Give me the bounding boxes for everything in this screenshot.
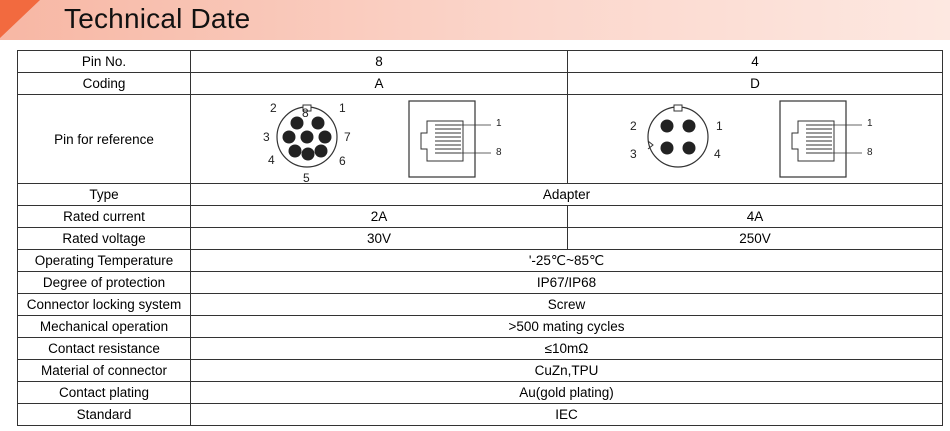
label-contact-plating: Contact plating xyxy=(17,381,191,404)
page-title: Technical Date xyxy=(64,3,251,34)
rj45-diagram-2 xyxy=(779,100,862,178)
standard-value: IEC xyxy=(190,403,943,426)
degree-of-protection-value: IP67/IP68 xyxy=(190,271,943,294)
rated-voltage-8: 30V xyxy=(190,227,568,250)
m12-8pin-diagram xyxy=(276,104,338,168)
label-rated-current: Rated current xyxy=(17,205,191,228)
label-type: Type xyxy=(17,183,191,206)
pin-label-8: 8 xyxy=(302,106,309,120)
row-connector-locking: Connector locking system Screw xyxy=(17,293,943,316)
label-standard: Standard xyxy=(17,403,191,426)
row-pin-reference: Pin for reference 2 8 1 3 xyxy=(17,94,943,184)
row-contact-resistance: Contact resistance ≤10mΩ xyxy=(17,337,943,360)
pin4-label-3: 3 xyxy=(630,147,637,161)
m12-4pin-diagram xyxy=(647,104,709,168)
pin4-label-4: 4 xyxy=(714,147,721,161)
row-operating-temperature: Operating Temperature '-25℃~85℃ xyxy=(17,249,943,272)
pin4-label-2: 2 xyxy=(630,119,637,133)
mechanical-operation-value: >500 mating cycles xyxy=(190,315,943,338)
label-operating-temperature: Operating Temperature xyxy=(17,249,191,272)
rj45-2-pin-label-8: 8 xyxy=(867,147,873,158)
row-degree-of-protection: Degree of protection IP67/IP68 xyxy=(17,271,943,294)
type-value: Adapter xyxy=(190,183,943,206)
label-coding: Coding xyxy=(17,72,191,95)
pin-label-2: 2 xyxy=(270,101,277,115)
pin-no-8: 8 xyxy=(190,50,568,73)
coding-8: A xyxy=(190,72,568,95)
label-degree-of-protection: Degree of protection xyxy=(17,271,191,294)
pin-diagram-8-cell: 2 8 1 3 7 4 6 5 xyxy=(190,94,568,184)
material-value: CuZn,TPU xyxy=(190,359,943,382)
row-coding: Coding A D xyxy=(17,72,943,95)
row-standard: Standard IEC xyxy=(17,403,943,426)
contact-plating-value: Au(gold plating) xyxy=(190,381,943,404)
rated-current-8: 2A xyxy=(190,205,568,228)
pin-label-7: 7 xyxy=(344,130,351,144)
rj45-diagram xyxy=(408,100,491,178)
row-mechanical-operation: Mechanical operation >500 mating cycles xyxy=(17,315,943,338)
header-bar: Technical Date xyxy=(0,0,950,40)
pin-no-4: 4 xyxy=(567,50,943,73)
label-pin-reference: Pin for reference xyxy=(17,94,191,184)
pin-label-1: 1 xyxy=(339,101,346,115)
pin-diagram-4-cell: 2 1 3 4 1 xyxy=(567,94,943,184)
rj45-2-pin-label-1: 1 xyxy=(867,118,873,129)
row-contact-plating: Contact plating Au(gold plating) xyxy=(17,381,943,404)
pin-label-4: 4 xyxy=(268,153,275,167)
row-rated-current: Rated current 2A 4A xyxy=(17,205,943,228)
rj45-pin-label-8: 8 xyxy=(496,147,502,158)
contact-resistance-value: ≤10mΩ xyxy=(190,337,943,360)
coding-4: D xyxy=(567,72,943,95)
row-pin-no: Pin No. 8 4 xyxy=(17,50,943,73)
rated-current-4: 4A xyxy=(567,205,943,228)
row-material: Material of connector CuZn,TPU xyxy=(17,359,943,382)
connector-locking-value: Screw xyxy=(190,293,943,316)
header-accent-triangle xyxy=(0,0,40,38)
label-pin-no: Pin No. xyxy=(17,50,191,73)
pin4-label-1: 1 xyxy=(716,119,723,133)
row-type: Type Adapter xyxy=(17,183,943,206)
label-connector-locking: Connector locking system xyxy=(17,293,191,316)
row-rated-voltage: Rated voltage 30V 250V xyxy=(17,227,943,250)
pin-label-5: 5 xyxy=(303,171,310,184)
pin-label-3: 3 xyxy=(263,130,270,144)
label-contact-resistance: Contact resistance xyxy=(17,337,191,360)
rj45-pin-label-1: 1 xyxy=(496,118,502,129)
operating-temperature-value: '-25℃~85℃ xyxy=(190,249,943,272)
label-mechanical-operation: Mechanical operation xyxy=(17,315,191,338)
label-rated-voltage: Rated voltage xyxy=(17,227,191,250)
pin-label-6: 6 xyxy=(339,154,346,168)
technical-data-table: Pin No. 8 4 Coding A D Pin for reference xyxy=(17,50,943,426)
label-material: Material of connector xyxy=(17,359,191,382)
rated-voltage-4: 250V xyxy=(567,227,943,250)
